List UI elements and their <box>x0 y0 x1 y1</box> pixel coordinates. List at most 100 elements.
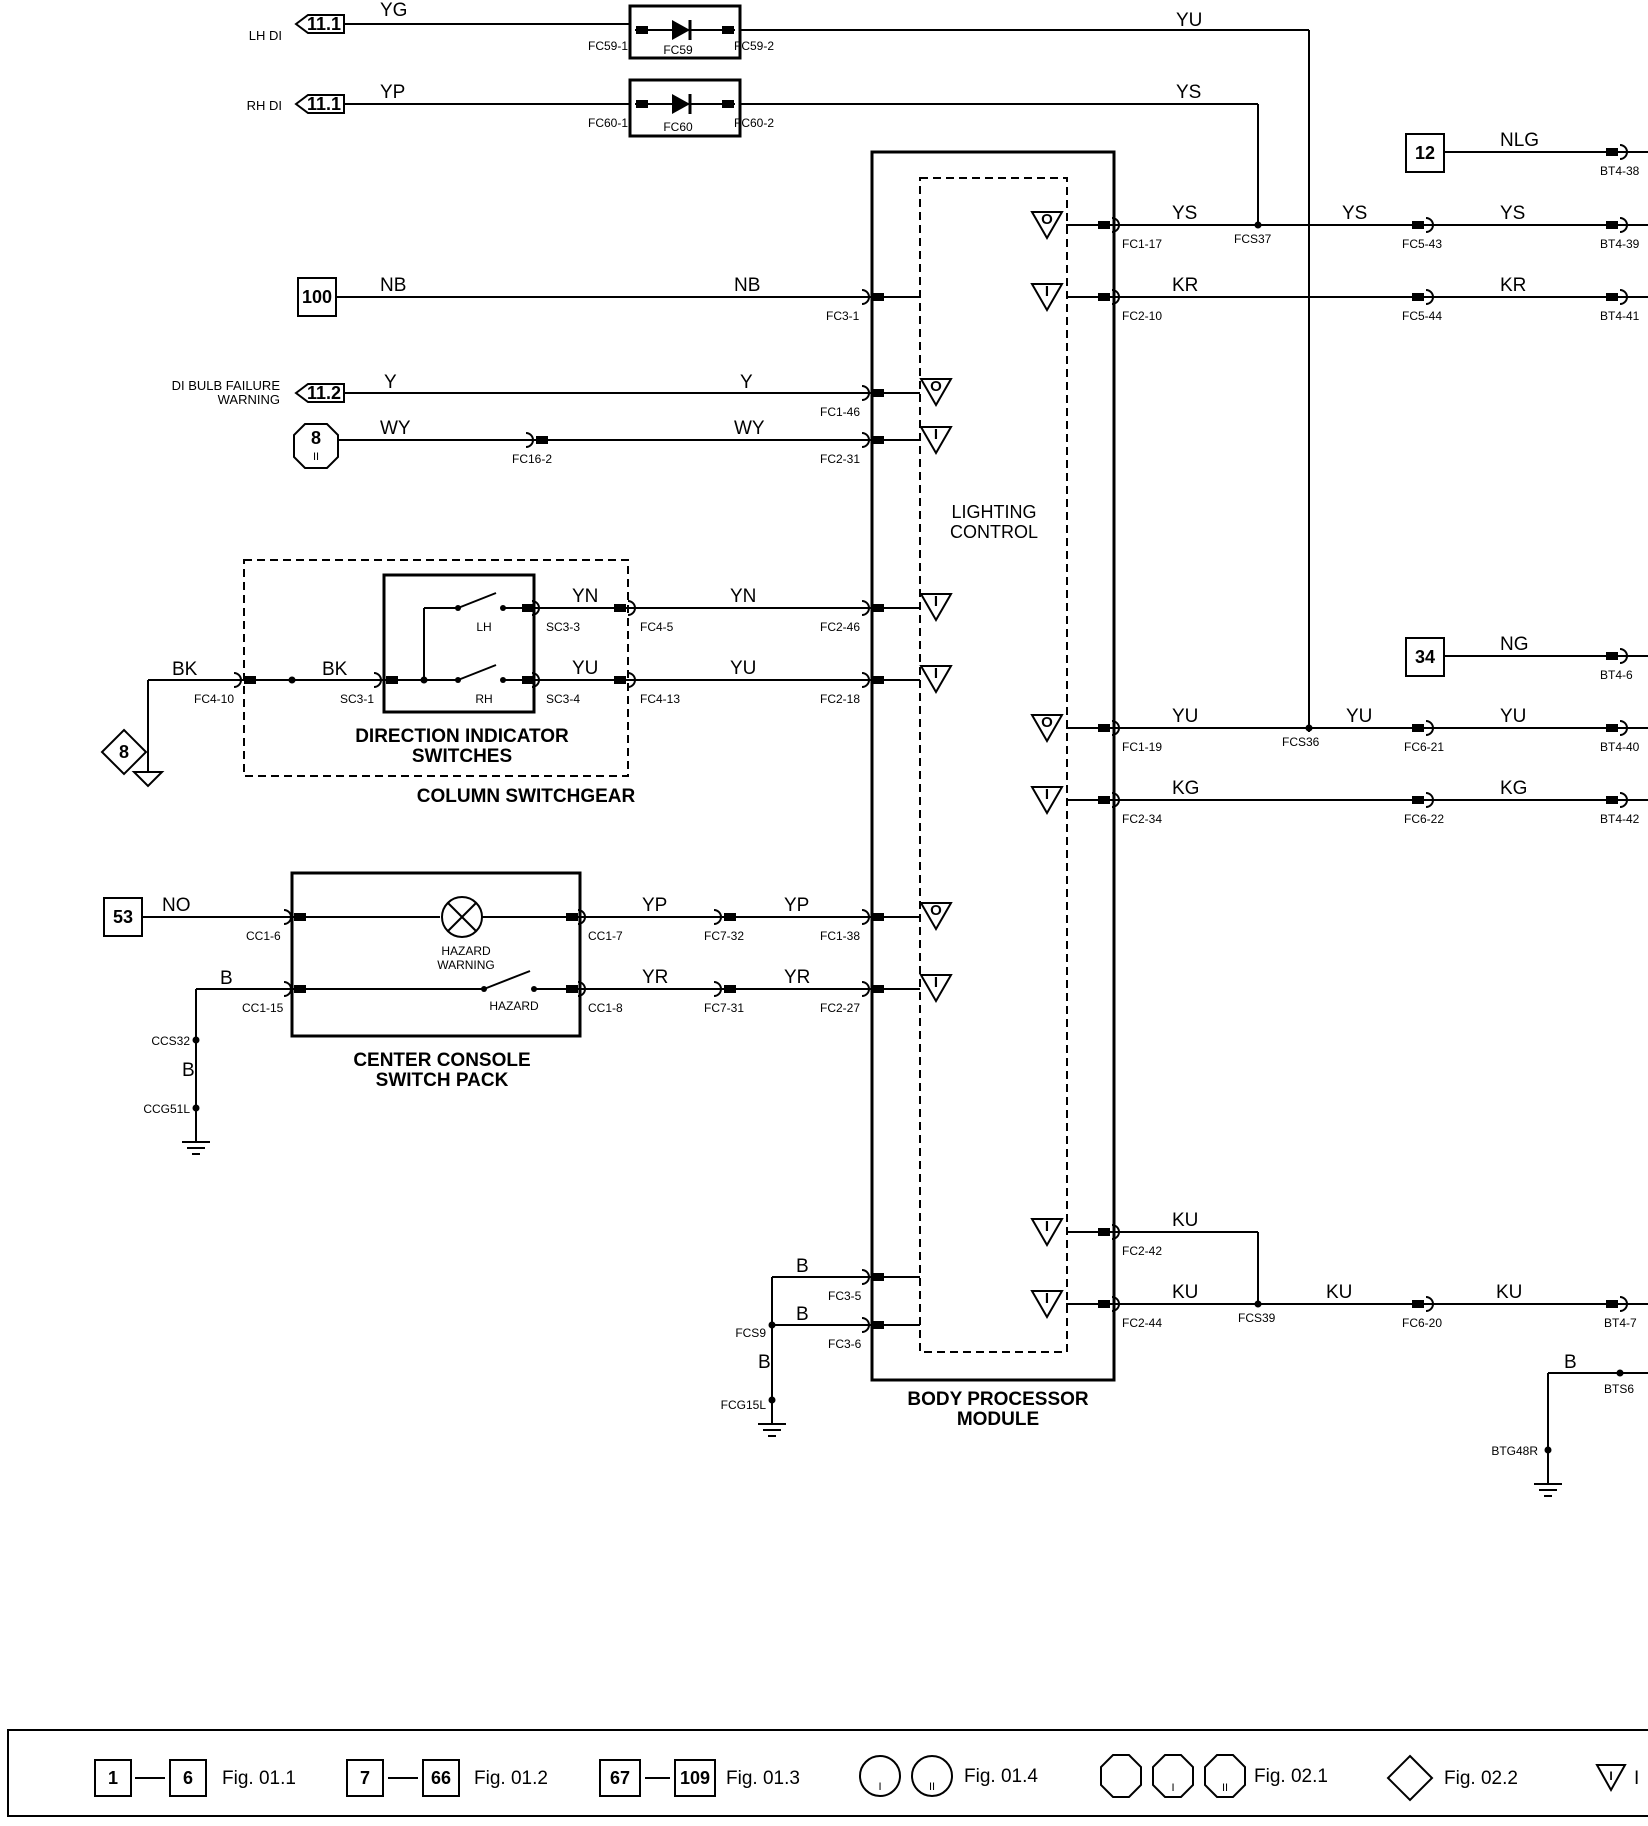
svg-text:KU: KU <box>1172 1282 1198 1303</box>
svg-text:FC7-32: FC7-32 <box>704 929 744 943</box>
svg-text:FC2-10: FC2-10 <box>1122 309 1162 323</box>
svg-text:109: 109 <box>680 1768 710 1788</box>
svg-text:WY: WY <box>734 418 765 439</box>
svg-text:II: II <box>1222 1782 1228 1794</box>
svg-text:SWITCHES: SWITCHES <box>412 746 512 767</box>
svg-text:FC4-13: FC4-13 <box>640 692 680 706</box>
svg-text:FC59: FC59 <box>663 43 693 57</box>
diode-fc59: FC59 <box>628 4 742 60</box>
svg-text:FC7-31: FC7-31 <box>704 1001 744 1015</box>
svg-text:I: I <box>1609 1769 1612 1783</box>
svg-text:CC1-6: CC1-6 <box>246 929 281 943</box>
svg-text:67: 67 <box>610 1768 630 1788</box>
svg-text:FC3-6: FC3-6 <box>828 1337 862 1351</box>
svg-text:Y: Y <box>740 372 753 393</box>
svg-text:100: 100 <box>302 287 332 307</box>
svg-text:LH: LH <box>476 620 491 634</box>
svg-text:11.1: 11.1 <box>307 94 341 114</box>
svg-text:B: B <box>1564 1352 1577 1373</box>
svg-text:FCS39: FCS39 <box>1238 1311 1276 1325</box>
legend: 1 6 Fig. 01.1 7 66 Fig. 01.2 67 109 Fig.… <box>7 1729 1648 1817</box>
wire-ys-top: YS <box>1176 82 1201 103</box>
svg-text:Fig. 02.2: Fig. 02.2 <box>1444 1768 1518 1789</box>
svg-text:FC59-2: FC59-2 <box>734 39 774 53</box>
svg-text:FC1-17: FC1-17 <box>1122 237 1162 251</box>
svg-text:B: B <box>758 1352 771 1373</box>
svg-text:B: B <box>182 1060 195 1081</box>
svg-text:WARNING: WARNING <box>218 392 280 407</box>
svg-text:KR: KR <box>1172 275 1198 296</box>
svg-text:KU: KU <box>1172 1210 1198 1231</box>
svg-text:FC5-43: FC5-43 <box>1402 237 1442 251</box>
svg-text:DI BULB FAILURE: DI BULB FAILURE <box>172 378 281 393</box>
svg-text:FC2-44: FC2-44 <box>1122 1316 1162 1330</box>
svg-text:BK: BK <box>172 659 198 680</box>
svg-text:FC6-22: FC6-22 <box>1404 812 1444 826</box>
svg-text:FC60-1: FC60-1 <box>588 116 628 130</box>
svg-text:FC2-18: FC2-18 <box>820 692 860 706</box>
svg-text:WY: WY <box>380 418 411 439</box>
svg-text:FC3-5: FC3-5 <box>828 1289 862 1303</box>
svg-text:HAZARD: HAZARD <box>441 944 491 958</box>
svg-text:FC1-19: FC1-19 <box>1122 740 1162 754</box>
svg-text:O: O <box>930 378 942 395</box>
svg-text:11.1: 11.1 <box>307 14 341 34</box>
svg-text:YN: YN <box>572 586 598 607</box>
svg-text:YN: YN <box>730 586 756 607</box>
svg-text:RH: RH <box>475 692 492 706</box>
svg-text:B: B <box>796 1256 809 1277</box>
svg-text:FC2-27: FC2-27 <box>820 1001 860 1015</box>
svg-text:I: I <box>1045 786 1049 803</box>
svg-text:O: O <box>930 902 942 919</box>
svg-text:I: I <box>1045 283 1049 300</box>
svg-text:BTG48R: BTG48R <box>1491 1444 1538 1458</box>
svg-text:Fig. 02.1: Fig. 02.1 <box>1254 1766 1328 1787</box>
svg-text:FC2-42: FC2-42 <box>1122 1244 1162 1258</box>
svg-text:I: I <box>934 665 938 682</box>
svg-text:YU: YU <box>572 658 598 679</box>
svg-text:FC2-34: FC2-34 <box>1122 812 1162 826</box>
svg-text:1: 1 <box>108 1768 118 1788</box>
lh-di-ref: LH DI 11.1 <box>249 14 345 43</box>
svg-text:CC1-7: CC1-7 <box>588 929 623 943</box>
diode-fc60: FC60 <box>628 78 742 138</box>
svg-text:NLG: NLG <box>1500 130 1539 151</box>
svg-text:FC2-31: FC2-31 <box>820 452 860 466</box>
svg-text:I: I <box>934 974 938 991</box>
svg-text:NO: NO <box>162 895 191 916</box>
svg-text:I: I <box>934 426 938 443</box>
ref-34: 34 <box>1405 637 1445 677</box>
svg-text:6: 6 <box>183 1768 193 1788</box>
svg-text:II: II <box>929 1781 935 1793</box>
svg-text:KG: KG <box>1172 778 1199 799</box>
svg-text:LIGHTING: LIGHTING <box>951 502 1036 522</box>
svg-text:CCS32: CCS32 <box>151 1034 190 1048</box>
svg-text:11.2: 11.2 <box>307 383 341 403</box>
svg-text:Fig. 01.1: Fig. 01.1 <box>222 1768 296 1789</box>
svg-text:FCG15L: FCG15L <box>721 1398 767 1412</box>
svg-text:SC3-3: SC3-3 <box>546 620 580 634</box>
svg-text:NB: NB <box>380 275 406 296</box>
svg-text:FC4-10: FC4-10 <box>194 692 234 706</box>
svg-text:Fig. 01.4: Fig. 01.4 <box>964 1766 1038 1787</box>
svg-text:FCS36: FCS36 <box>1282 735 1320 749</box>
svg-text:NB: NB <box>734 275 760 296</box>
svg-text:LH DI: LH DI <box>249 28 282 43</box>
svg-text:YS: YS <box>1342 203 1367 224</box>
svg-text:BT4-7: BT4-7 <box>1604 1316 1637 1330</box>
svg-text:BT4-41: BT4-41 <box>1600 309 1640 323</box>
svg-text:BT4-42: BT4-42 <box>1600 812 1640 826</box>
body-processor-module: BODY PROCESSOR MODULE <box>870 150 1116 1430</box>
svg-text:CENTER CONSOLE: CENTER CONSOLE <box>353 1050 530 1071</box>
svg-text:DIRECTION INDICATOR: DIRECTION INDICATOR <box>355 726 569 747</box>
direction-indicator-switches: DIRECTION INDICATOR SWITCHES LH RH <box>355 573 569 767</box>
svg-text:7: 7 <box>360 1768 370 1788</box>
svg-text:8: 8 <box>119 742 129 762</box>
svg-text:BT4-39: BT4-39 <box>1600 237 1640 251</box>
svg-text:KU: KU <box>1496 1282 1522 1303</box>
svg-text:8: 8 <box>311 428 321 448</box>
svg-text:CCG51L: CCG51L <box>143 1102 190 1116</box>
svg-text:KG: KG <box>1500 778 1527 799</box>
svg-text:FC60: FC60 <box>663 120 693 134</box>
svg-text:SWITCH PACK: SWITCH PACK <box>376 1070 509 1091</box>
